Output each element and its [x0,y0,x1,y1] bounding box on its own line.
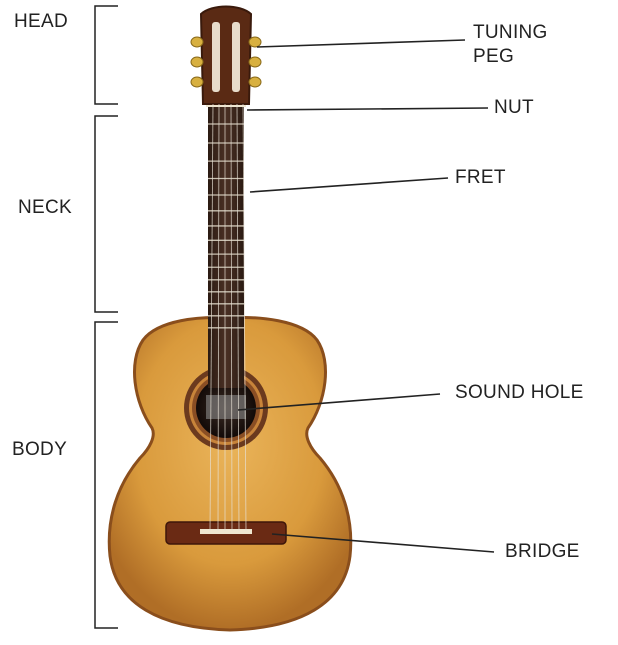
tuning-pegs [190,36,262,88]
fretboard [208,106,244,388]
body-label: BODY [12,439,68,460]
neck-bracket [94,115,118,313]
nut-leader [246,107,489,111]
bridge-leader [271,533,495,553]
head-label: HEAD [14,11,68,32]
headstock [199,5,253,105]
tuning-peg-leader [256,39,466,48]
bridge-label: BRIDGE [505,541,580,562]
tuning-peg-label-line2: PEG [473,46,515,67]
fret-label: FRET [455,167,506,188]
tuning-peg-label-line1: TUNING [473,22,548,43]
neck-label: NECK [18,197,72,218]
body-bracket [94,321,118,629]
sound-hole-leader [237,393,441,411]
nut-label: NUT [494,97,534,118]
fret-leader [249,177,449,193]
guitar-body [107,316,353,632]
strings [209,103,247,532]
sound-hole-label: SOUND HOLE [455,382,584,403]
tuning-peg-label: TUNING PEG [473,21,548,69]
head-bracket [94,5,118,105]
